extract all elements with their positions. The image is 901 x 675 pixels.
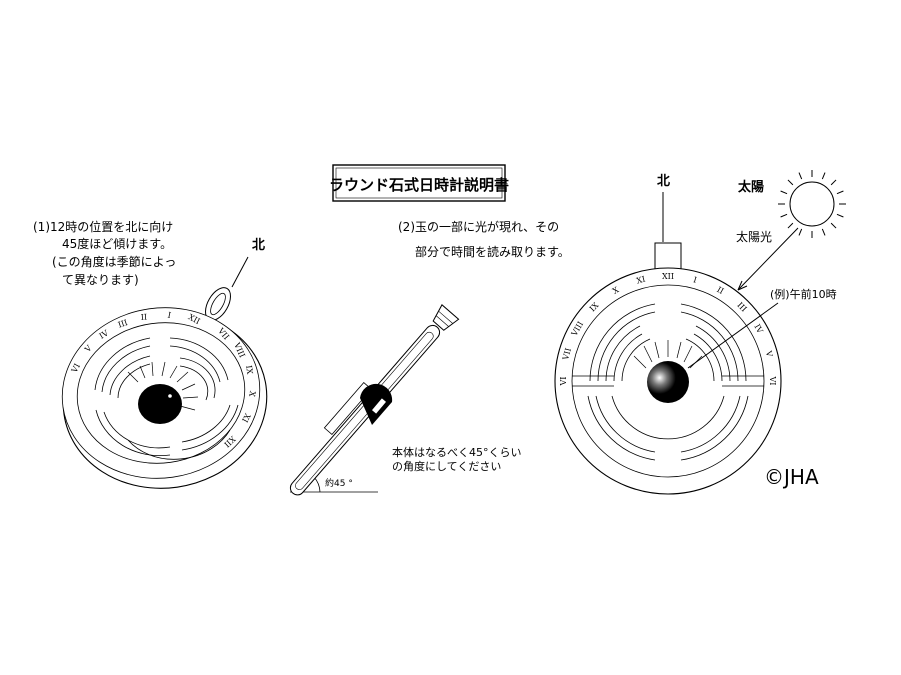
sun-ray <box>830 222 837 229</box>
step1-line2: 45度ほど傾けます。 <box>62 236 172 251</box>
hour-numeral-right: VI <box>768 376 777 386</box>
step1-line1: (1)12時の位置を北に向け <box>33 219 173 234</box>
sundial-ball-right <box>647 361 689 403</box>
copyright: ©JHA <box>764 465 819 489</box>
hour-numeral-right: I <box>692 275 697 285</box>
sun-ray <box>821 172 826 180</box>
step1-line4: て異なります) <box>62 273 139 287</box>
example-label: (例)午前10時 <box>770 287 837 301</box>
sunlight-label: 太陽光 <box>736 229 772 244</box>
hour-numeral-right: XII <box>662 272 674 281</box>
sun-label: 太陽 <box>737 179 764 195</box>
hour-numeral-right: IV <box>752 323 764 335</box>
north-label-right: 北 <box>657 174 670 189</box>
sun-ray <box>780 213 788 218</box>
sundial-right: 北 <box>554 174 782 495</box>
hour-numeral-left: III <box>117 318 129 329</box>
sun-ray <box>787 222 794 229</box>
hour-numeral-left: V <box>82 343 93 354</box>
step1-instructions: (1)12時の位置を北に向け 45度ほど傾けます。 (この角度は季節によっ て異… <box>33 219 265 288</box>
sundial-ball-left <box>138 384 182 424</box>
hour-numeral-left: IX <box>244 365 254 375</box>
hour-numeral-right: II <box>715 285 725 296</box>
hour-numeral-right: XI <box>636 275 647 286</box>
hour-numeral-right: VII <box>561 347 573 362</box>
title-box: ラウンド石式日時計説明書 <box>329 164 509 202</box>
sun-ray <box>798 172 803 180</box>
sunlight-arrow <box>737 227 799 291</box>
sun-ray <box>787 179 794 186</box>
hour-numeral-left: X <box>247 390 257 397</box>
step2-line2: 部分で時間を読み取ります。 <box>415 244 570 259</box>
side-view: 約45 ° 本体はなるべく45°くらい の角度にしてください <box>289 304 522 496</box>
sun-icon <box>789 181 835 227</box>
sun-ray <box>780 190 788 195</box>
top-tab <box>654 242 682 270</box>
title: ラウンド石式日時計説明書 <box>329 176 509 194</box>
hour-numeral-right: VI <box>559 377 568 387</box>
hour-numeral-right: X <box>611 285 621 296</box>
hour-numeral-left: XI <box>240 412 252 424</box>
angle-label: 約45 ° <box>325 477 353 489</box>
sun-ray <box>798 228 803 236</box>
north-pointer-left <box>231 256 249 288</box>
sun-ray <box>836 190 844 195</box>
example-pointer <box>687 302 779 369</box>
side-note-line1: 本体はなるべく45°くらい <box>392 445 522 459</box>
step2-instructions: (2)玉の一部に光が現れ、その 部分で時間を読み取ります。 <box>398 219 570 259</box>
hour-numeral-left: I <box>167 311 172 320</box>
side-note-line2: の角度にしてください <box>392 459 501 473</box>
sundial-left <box>61 287 268 489</box>
sun: 太陽 太陽光 <box>736 170 846 291</box>
sun-ray <box>821 228 826 236</box>
step2-line1: (2)玉の一部に光が現れ、その <box>398 219 559 234</box>
hour-numeral-right: V <box>764 349 775 358</box>
sun-ray <box>836 213 844 218</box>
sun-ray <box>830 179 837 186</box>
hour-numeral-left: II <box>141 313 148 322</box>
north-label-left: 北 <box>252 238 265 253</box>
hour-numeral-left: IV <box>98 328 111 340</box>
step1-line3: (この角度は季節によっ <box>52 254 176 269</box>
hour-numeral-left: VI <box>69 362 82 375</box>
